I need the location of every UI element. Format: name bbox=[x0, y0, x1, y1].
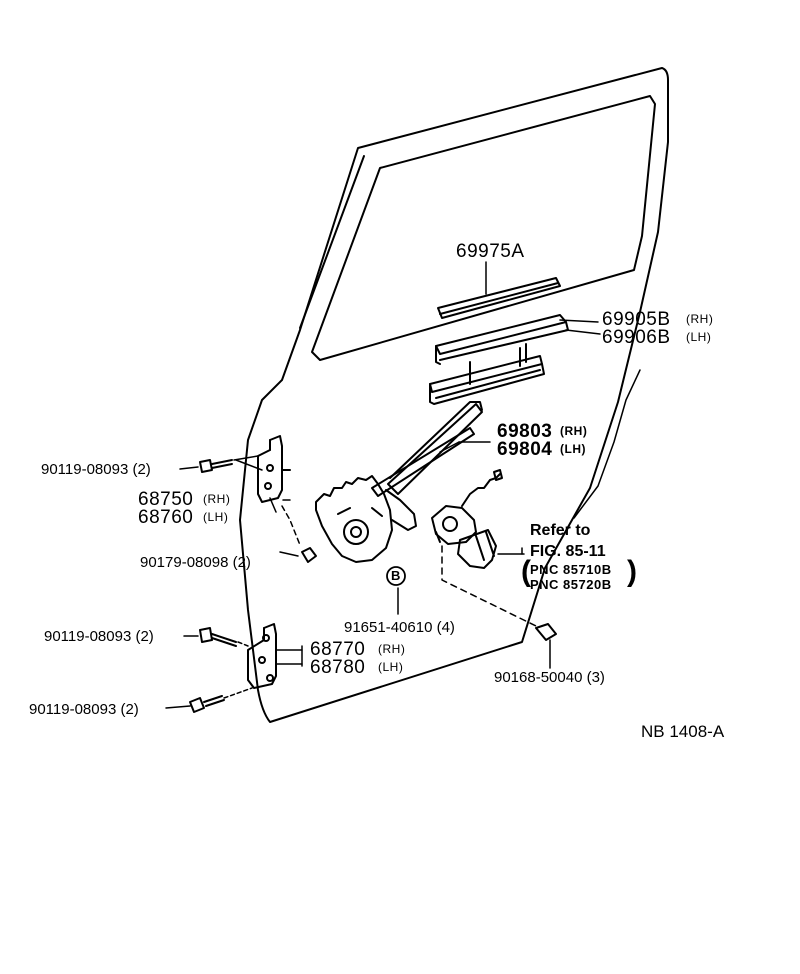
label-bolt-bottom: 90119-08093 (2) bbox=[29, 701, 139, 718]
label-nut-90179: 90179-08098 (2) bbox=[140, 554, 251, 571]
label-69906b: 69906B bbox=[602, 327, 671, 348]
label-69803-side: (RH) bbox=[560, 424, 588, 438]
label-69975a: 69975A bbox=[456, 241, 525, 262]
label-68770: 68770 bbox=[310, 639, 366, 660]
window-regulator bbox=[315, 401, 483, 563]
door-frame bbox=[239, 67, 669, 723]
label-bolt-mid: 90119-08093 (2) bbox=[44, 628, 154, 645]
ref-bracket-right: ) bbox=[627, 555, 637, 588]
label-68750-side: (RH) bbox=[203, 492, 231, 506]
ref-line1: Refer to bbox=[530, 522, 591, 539]
label-69804: 69804 bbox=[497, 439, 553, 460]
label-68760-side: (LH) bbox=[203, 510, 229, 524]
label-69905b-side: (RH) bbox=[686, 312, 714, 326]
ref-bracket-left: ( bbox=[521, 555, 531, 588]
label-69905b: 69905B bbox=[602, 309, 671, 330]
label-bolt-top: 90119-08093 (2) bbox=[41, 461, 151, 478]
regulator-motor bbox=[431, 469, 503, 569]
ref-line2: FIG. 85-11 bbox=[530, 543, 606, 560]
drawing-id: NB 1408-A bbox=[641, 722, 725, 741]
label-91651: 91651-40610 (4) bbox=[344, 619, 455, 636]
label-68780-side: (LH) bbox=[378, 660, 404, 674]
marker-b-circle bbox=[386, 566, 406, 586]
ref-pnc1: PNC 85710B bbox=[530, 562, 612, 577]
label-69906b-side: (LH) bbox=[686, 330, 712, 344]
label-68760: 68760 bbox=[138, 507, 194, 528]
label-68780: 68780 bbox=[310, 657, 366, 678]
label-69803: 69803 bbox=[497, 421, 553, 442]
label-68770-side: (RH) bbox=[378, 642, 406, 656]
bolt-icons bbox=[189, 459, 557, 713]
marker-b-text: B bbox=[391, 568, 401, 583]
glass-channel-69905b bbox=[429, 314, 569, 405]
upper-hinge bbox=[257, 435, 291, 503]
leader-lines bbox=[165, 261, 641, 709]
lower-hinge bbox=[247, 623, 277, 689]
glass-channel-69975a bbox=[437, 277, 561, 319]
label-69804-side: (LH) bbox=[560, 442, 586, 456]
label-90168: 90168-50040 (3) bbox=[494, 669, 605, 686]
label-68750: 68750 bbox=[138, 489, 194, 510]
ref-pnc2: PNC 85720B bbox=[530, 577, 612, 592]
